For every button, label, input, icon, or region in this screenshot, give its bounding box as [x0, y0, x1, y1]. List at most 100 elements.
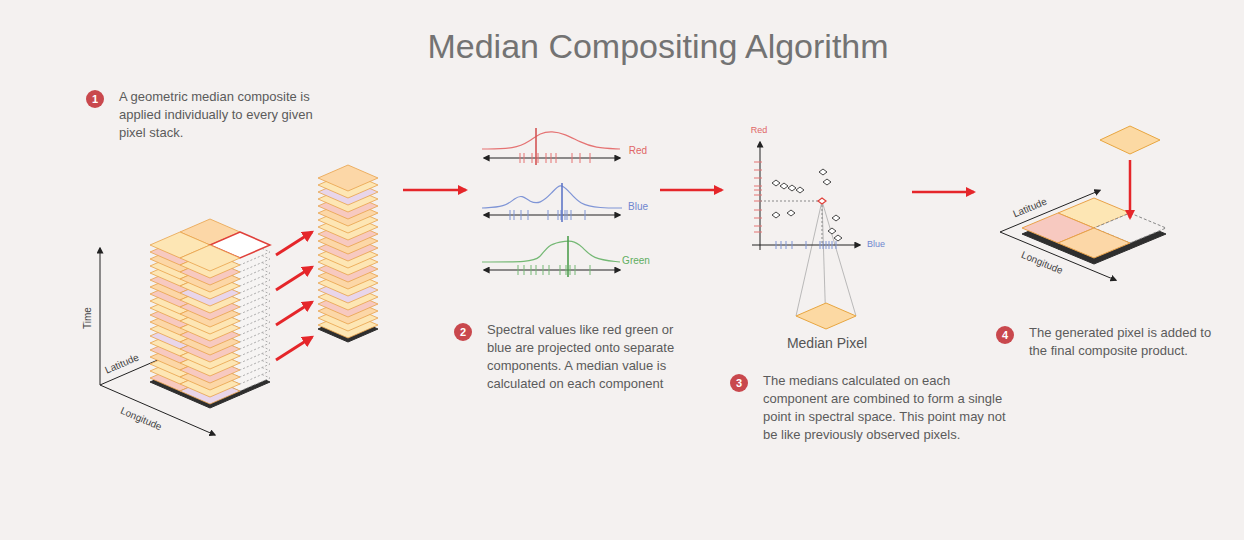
composite-panel — [1000, 126, 1166, 280]
extract-arrow — [276, 337, 312, 360]
red-tick — [754, 190, 762, 191]
red-tick — [754, 232, 762, 233]
composite-tile — [1058, 228, 1130, 258]
red-tick — [754, 162, 762, 163]
blue-tick — [823, 241, 824, 249]
sample-tick — [543, 265, 544, 275]
sample-tick — [538, 153, 539, 163]
sample-tick — [556, 153, 557, 163]
callout-description: The generated pixel is added to the fina… — [1029, 324, 1229, 360]
sample-tick — [572, 153, 573, 163]
spectral-space-panel — [752, 142, 860, 329]
callout-number: 2 — [454, 323, 472, 341]
axis-label: Longitude — [1020, 250, 1064, 276]
sample-tick — [560, 265, 561, 275]
time-axis — [100, 248, 101, 385]
flow-arrow — [912, 191, 974, 194]
projection-line — [822, 201, 856, 316]
pixel-layer — [180, 245, 240, 271]
median-guide — [760, 201, 818, 202]
median-guide — [822, 205, 823, 245]
sample-tick — [590, 153, 591, 163]
sample-tick — [514, 210, 515, 220]
red-tick — [754, 210, 762, 211]
sample-tick — [524, 153, 525, 163]
blue-tick — [781, 241, 782, 249]
component-axis — [484, 214, 620, 215]
flow-arrow — [403, 189, 466, 192]
sample-tick — [524, 265, 525, 275]
axis-label: Red — [751, 126, 768, 135]
sample-tick — [528, 210, 529, 220]
red-tick — [754, 178, 762, 179]
axis-label: Time — [83, 307, 93, 329]
extract-arrow — [276, 302, 312, 325]
median-line — [535, 128, 537, 165]
sample-tick — [551, 153, 552, 163]
sample-tick — [510, 210, 511, 220]
median-point — [818, 198, 826, 204]
observed-point — [788, 185, 796, 191]
observed-point — [823, 179, 831, 185]
sample-tick — [570, 265, 571, 275]
sample-tick — [548, 210, 549, 220]
sample-tick — [536, 265, 537, 275]
callout: 2Spectral values like red green or blue … — [454, 323, 692, 393]
component-axis — [484, 269, 620, 270]
sample-tick — [565, 210, 566, 220]
distribution-panel — [482, 128, 622, 277]
red-tick — [754, 195, 762, 196]
sample-tick — [520, 153, 521, 163]
axis-label: Latitude — [1012, 197, 1049, 220]
component-label: Blue — [628, 202, 648, 212]
sample-tick — [518, 265, 519, 275]
blue-tick — [792, 241, 793, 249]
axis-label: Latitude — [104, 352, 141, 375]
red-tick — [754, 226, 762, 227]
observed-point — [832, 215, 840, 221]
component-axis — [484, 157, 620, 158]
callout-number: 3 — [730, 374, 748, 392]
generated-pixel — [1100, 126, 1160, 154]
median-pixel-tile — [796, 303, 856, 329]
extract-arrow — [276, 267, 312, 290]
sample-tick — [590, 265, 591, 275]
red-tick — [754, 186, 762, 187]
observed-point — [780, 183, 788, 189]
pixel-layer — [318, 165, 378, 191]
red-tick — [754, 218, 762, 219]
blue-tick — [776, 241, 777, 249]
sample-tick — [521, 210, 522, 220]
sample-tick — [531, 265, 532, 275]
blue-tick — [786, 241, 787, 249]
distribution-curve — [482, 132, 620, 149]
distribution-curve — [482, 241, 620, 262]
callout-description: The medians calculated on each component… — [763, 372, 1013, 444]
distribution-curve — [482, 186, 622, 208]
blue-tick — [836, 241, 837, 249]
blue-tick — [806, 241, 807, 249]
sample-tick — [546, 153, 547, 163]
observed-point — [787, 210, 795, 216]
component-label: Green — [622, 256, 650, 266]
axis-label: Blue — [867, 240, 885, 249]
extract-arrow — [276, 232, 312, 255]
observed-point — [772, 180, 780, 186]
observed-point — [834, 235, 842, 241]
flow-arrows — [403, 190, 974, 192]
sample-tick — [549, 265, 550, 275]
median-pixel-label: Median Pixel — [787, 336, 867, 350]
callout: 3 The medians calculated on each componen… — [730, 374, 1013, 444]
red-tick — [754, 170, 762, 171]
blue-tick — [832, 241, 833, 249]
callout-number: 1 — [86, 90, 104, 108]
red-axis — [760, 142, 761, 250]
sample-tick — [575, 265, 576, 275]
diagram-title: Median Compositing Algorithm — [427, 26, 888, 67]
sample-tick — [566, 265, 567, 275]
component-label: Red — [629, 146, 647, 156]
sample-tick — [558, 210, 559, 220]
pixel-stack-panel — [100, 165, 378, 435]
sample-tick — [571, 210, 572, 220]
